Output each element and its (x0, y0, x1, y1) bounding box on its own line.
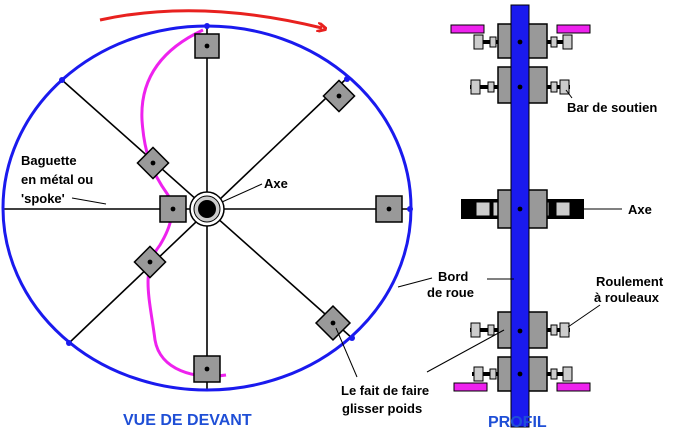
profile-title: PROFIL (488, 414, 547, 431)
support-bar-label: Bar de soutien (567, 100, 657, 115)
labels: Baguette en métal ou 'spoke' Axe Bord de… (21, 100, 664, 431)
roller-bearings (470, 34, 573, 382)
weight-centers (147, 43, 392, 372)
profile-leader-lines (426, 89, 622, 373)
weight-label-line2: glisser poids (342, 401, 422, 416)
rim-joints (59, 23, 413, 346)
profile-rim (510, 4, 530, 428)
spoke-label-line3: 'spoke' (21, 191, 65, 206)
profile-pins (517, 39, 523, 377)
weight-label-line1: Le fait de faire (341, 383, 429, 398)
rim-label-line2: de roue (427, 285, 474, 300)
rotation-arrow (99, 9, 322, 28)
axle-hub (189, 191, 225, 227)
weight-inner-left (159, 195, 187, 223)
profile-magenta-weights (450, 24, 591, 392)
axe-front-label: Axe (264, 176, 288, 191)
rim-label-line1: Bord (438, 269, 468, 284)
profile-view (426, 4, 622, 428)
front-view (1, 9, 433, 392)
spoke-label-line1: Baguette (21, 153, 77, 168)
spoke-label-line2: en métal ou (21, 172, 93, 187)
axe-profile-label: Axe (628, 202, 652, 217)
bearing-label-line1: Roulement (596, 274, 664, 289)
bearing-label-line2: à rouleaux (594, 290, 660, 305)
front-leader-lines (71, 183, 433, 378)
front-view-title: VUE DE DEVANT (123, 412, 252, 429)
